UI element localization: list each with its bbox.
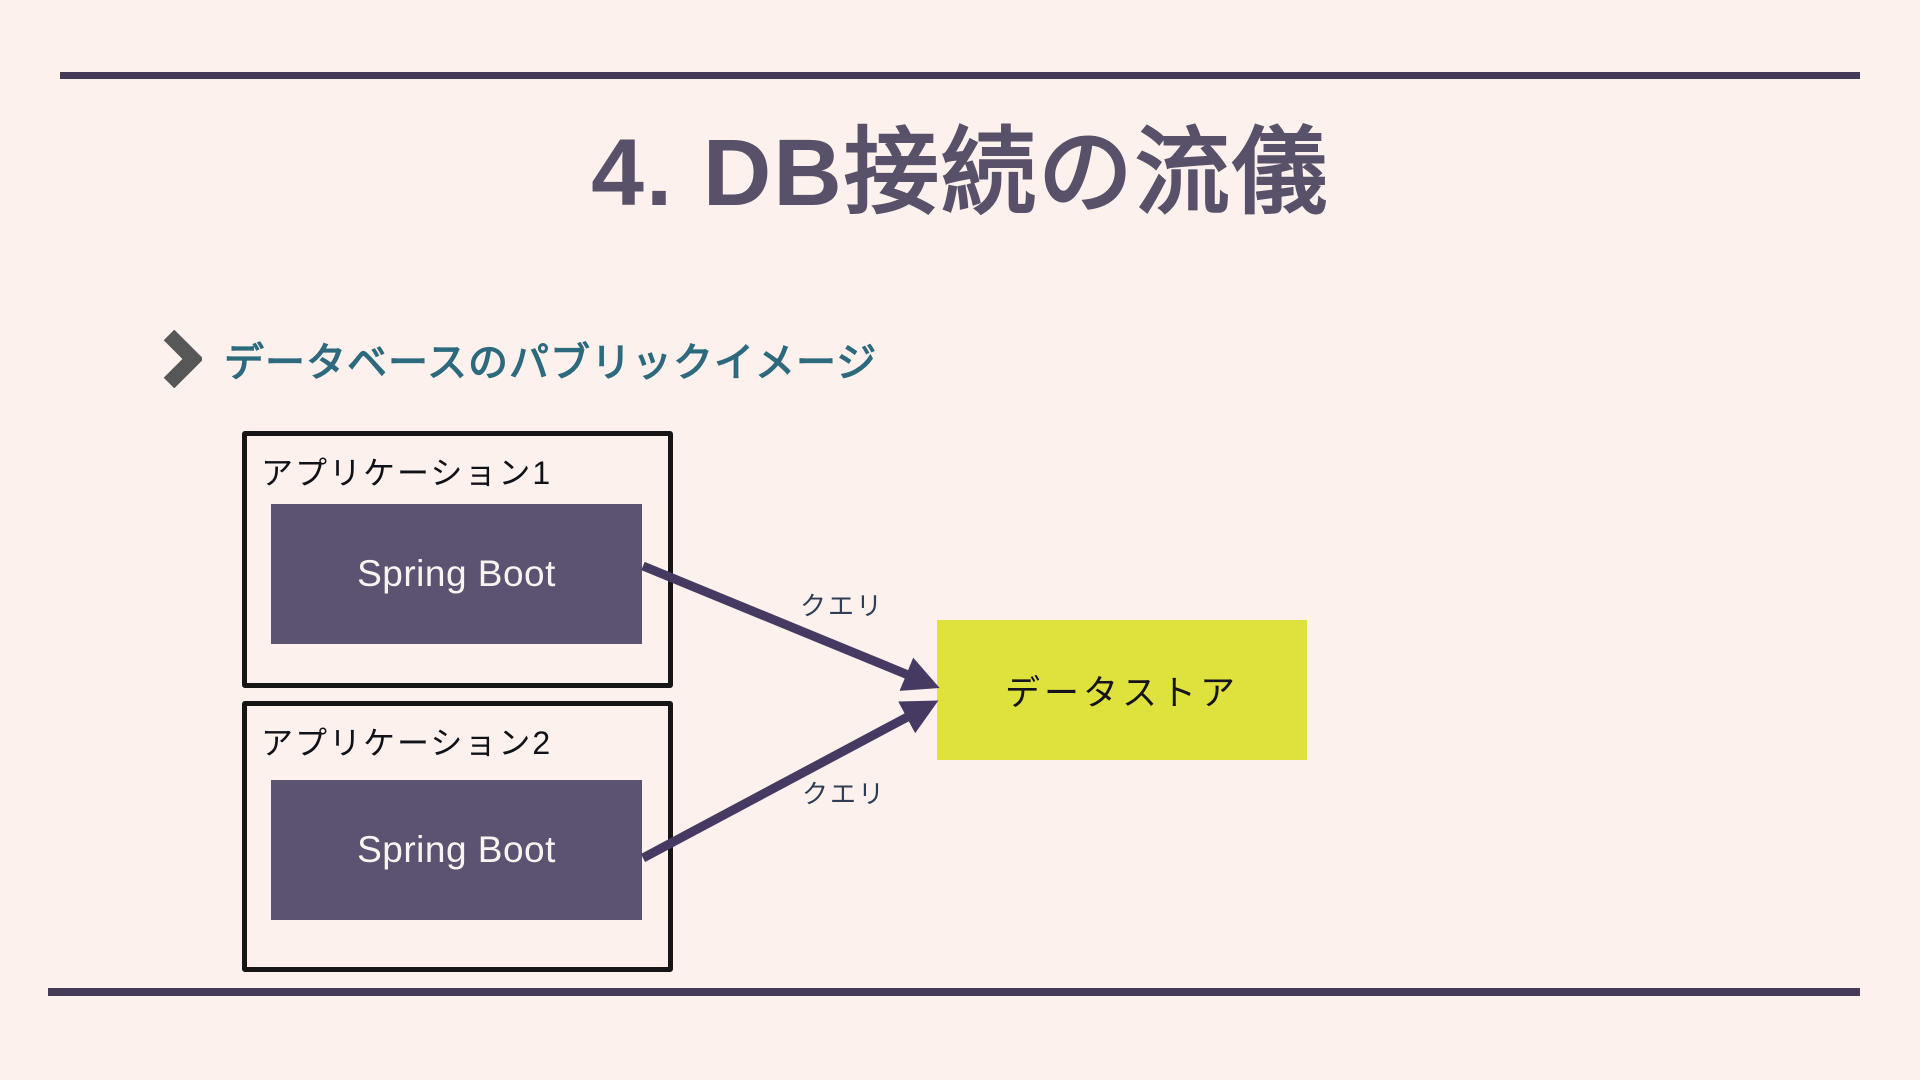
bottom-divider bbox=[48, 988, 1860, 996]
springboot1-box: Spring Boot bbox=[271, 504, 642, 644]
application2-label: アプリケーション2 bbox=[261, 725, 553, 761]
query-arrow2-label: クエリ bbox=[802, 779, 887, 809]
springboot2-box: Spring Boot bbox=[271, 780, 642, 920]
page-title: 4. DB接続の流儀 bbox=[591, 120, 1329, 226]
top-divider bbox=[60, 72, 1860, 79]
application2-box: アプリケーション2 Spring Boot bbox=[242, 701, 673, 972]
application1-label: アプリケーション1 bbox=[261, 455, 553, 491]
chevron-right-icon bbox=[162, 329, 204, 389]
application1-box: アプリケーション1 Spring Boot bbox=[242, 431, 673, 688]
query-arrow1-label: クエリ bbox=[800, 591, 885, 621]
section-heading-label: データベースのパブリックイメージ bbox=[224, 341, 878, 385]
datastore-box: データストア bbox=[937, 620, 1307, 760]
section-heading: データベースのパブリックイメージ bbox=[162, 329, 878, 389]
